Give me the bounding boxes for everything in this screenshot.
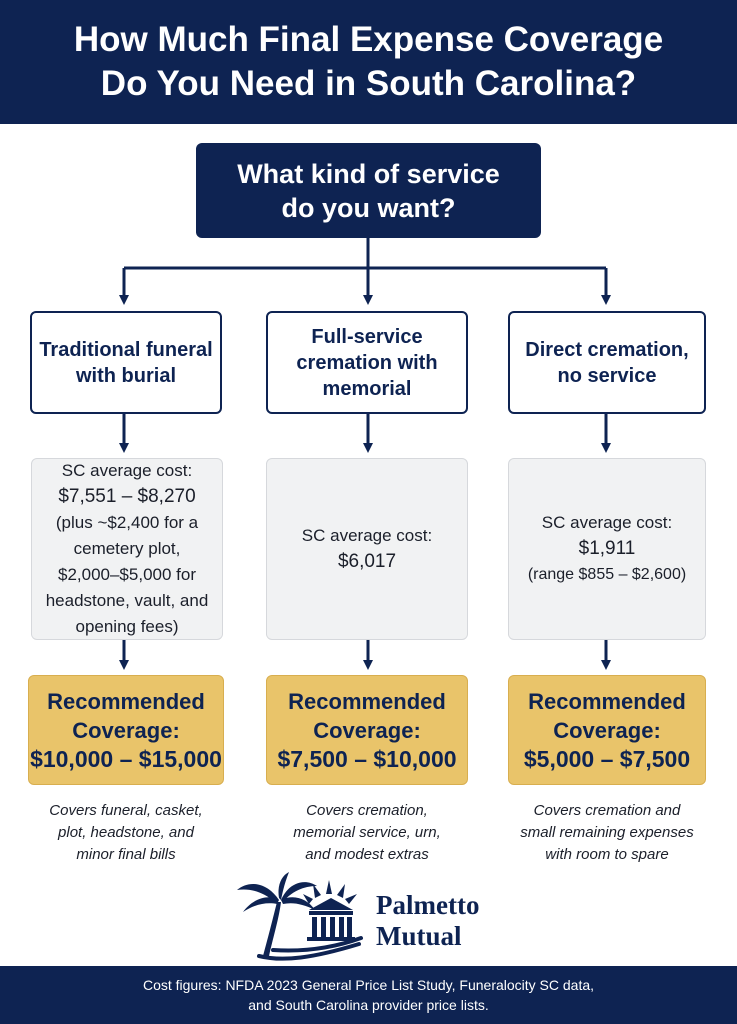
question-box: What kind of service do you want? [196,143,541,238]
note-direct-cremation: Covers cremation and small remaining exp… [500,800,714,866]
note-line: Covers cremation, [306,802,428,819]
question-line1: What kind of service [237,158,500,189]
cost-line: $7,551 – $8,270 [58,486,196,507]
note-full-service: Covers cremation, memorial service, urn,… [262,800,472,866]
footer-line: and South Carolina provider price lists. [248,997,489,1013]
cost-line: (plus ~$2,400 for a [55,513,199,532]
note-line: small remaining expenses [520,824,694,841]
option-label-line: Traditional funeral [39,338,213,361]
option-traditional-funeral: Traditional funeral with burial [30,311,222,414]
option-label-line: no service [557,364,657,387]
recommended-coverage-full-service: Recommended Coverage: $7,500 – $10,000 [266,675,468,785]
rec-line: Coverage: [553,717,661,743]
note-line: memorial service, urn, [293,824,441,841]
palmetto-logo-icon [237,872,363,961]
cost-line: opening fees) [75,617,179,636]
note-line: and modest extras [305,846,429,863]
rec-line: Recommended [47,688,205,714]
page-header: How Much Final Expense Coverage Do You N… [0,0,737,124]
cost-line: SC average cost: [301,526,433,545]
question-line2: do you want? [281,192,456,223]
cost-box-traditional: SC average cost: $7,551 – $8,270 (plus ~… [31,458,223,640]
cost-line: SC average cost: [541,513,673,532]
option-label-line: Full-service [311,325,423,348]
note-traditional: Covers funeral, casket, plot, headstone,… [24,800,228,866]
note-line: with room to spare [545,846,669,863]
cost-box-direct-cremation: SC average cost: $1,911 (range $855 – $2… [508,458,706,640]
recommended-coverage-traditional: Recommended Coverage: $10,000 – $15,000 [28,675,224,785]
note-line: plot, headstone, and [58,824,194,841]
footer-line: Cost figures: NFDA 2023 General Price Li… [142,977,595,993]
rec-line: Recommended [288,688,446,714]
brand-name: Palmetto Mutual [376,890,479,952]
page-title-line1: How Much Final Expense Coverage [73,20,664,59]
rec-amount: $7,500 – $10,000 [277,745,457,772]
rec-amount: $5,000 – $7,500 [523,745,691,772]
rec-line: Coverage: [313,717,421,743]
footer-source: Cost figures: NFDA 2023 General Price Li… [0,966,737,1024]
cost-line: (range $855 – $2,600) [527,566,687,583]
option-label-line: with burial [76,364,176,387]
option-label-line: Direct cremation, [525,338,689,361]
rec-line: Coverage: [72,717,180,743]
brand-line: Palmetto [376,890,480,920]
note-line: Covers cremation and [533,802,681,819]
recommended-coverage-direct-cremation: Recommended Coverage: $5,000 – $7,500 [508,675,706,785]
option-label-line: cremation with [296,351,438,374]
cost-line: $6,017 [337,551,397,572]
rec-amount: $10,000 – $15,000 [30,745,222,772]
cost-line: $1,911 [578,538,636,559]
cost-line: SC average cost: [61,461,193,480]
cost-line: headstone, vault, and [45,591,209,610]
note-line: Covers funeral, casket, [49,802,203,819]
brand-line: Mutual [376,921,462,951]
option-label-line: memorial [322,377,412,400]
cost-box-full-service: SC average cost: $6,017 [266,458,468,640]
page-title-line2: Do You Need in South Carolina? [100,64,637,103]
rec-line: Recommended [528,688,686,714]
option-full-service-cremation: Full-service cremation with memorial [266,311,468,414]
option-direct-cremation: Direct cremation, no service [508,311,706,414]
cost-line: cemetery plot, [73,539,181,558]
note-line: minor final bills [76,846,176,863]
cost-line: $2,000–$5,000 for [57,565,196,584]
